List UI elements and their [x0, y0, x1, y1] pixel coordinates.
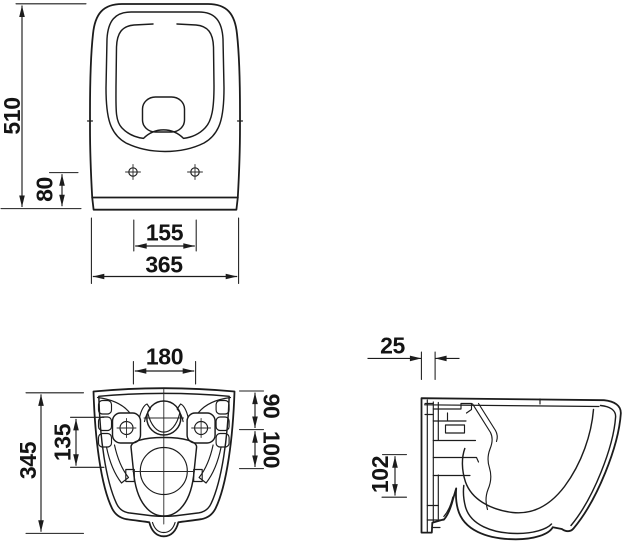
top-claw-arm-left [105, 444, 130, 484]
dim-label-total-width: 365 [145, 252, 183, 278]
side-view: 25 102 [367, 333, 622, 541]
side-under-bowl-inner [443, 496, 454, 518]
dim-outlet-height: 102 [367, 454, 408, 498]
dim-label-wall-offset: 25 [380, 333, 405, 359]
front-body-outline [89, 3, 241, 199]
top-boss-right [186, 412, 216, 444]
side-right-wall-inner [570, 404, 617, 527]
dim-label-front-bolt-spacing: 155 [146, 220, 184, 246]
top-side-lugs-left [97, 399, 113, 448]
dim-label-total-height: 510 [0, 97, 25, 134]
dim-holes-to-bottom: 80 [32, 172, 79, 207]
side-back-plate [424, 399, 445, 533]
dim-total-height: 510 [0, 3, 87, 210]
top-body-outline [92, 387, 236, 538]
front-mounting-hole-right [187, 164, 203, 180]
dim-label-inlet-to-drain: 135 [50, 423, 76, 461]
top-inner-offset [98, 392, 230, 518]
dim-label-outlet-height: 102 [367, 456, 393, 493]
side-bowl-inner-wall [461, 408, 595, 514]
dim-total-depth: 345 [15, 392, 85, 534]
dim-inlet-to-drain: 135 [50, 416, 105, 468]
side-bracket-steps [432, 402, 480, 477]
dim-label-holes-to-bottom: 80 [32, 177, 58, 202]
dim-front-bolt-spacing: 155 [133, 219, 197, 252]
dim-label-total-depth: 345 [15, 441, 41, 479]
dim-holes-to-drain: 100 [238, 431, 285, 470]
dim-label-back-to-holes: 90 [259, 394, 285, 419]
top-side-lugs-right [215, 399, 230, 448]
dim-back-to-holes: 90 [238, 390, 285, 431]
top-shelf-band [96, 396, 232, 414]
top-boss-left [111, 412, 142, 444]
side-top-inner-line [423, 404, 600, 408]
front-view: 510 80 155 365 [0, 3, 244, 285]
dim-label-holes-to-drain: 100 [259, 431, 285, 468]
side-flush-duct [471, 402, 498, 511]
top-yoke-curve [147, 412, 181, 433]
top-view: 180 345 135 90 100 [15, 344, 285, 538]
dim-wall-offset: 25 [367, 333, 460, 381]
top-flush-inlet [143, 400, 185, 436]
front-base-plinth [91, 196, 239, 211]
top-wing-spike-right [176, 403, 189, 423]
side-sump-inner-line [462, 484, 553, 535]
top-drain [132, 446, 195, 496]
side-body-outline [420, 397, 622, 541]
front-mounting-hole-left [125, 164, 141, 180]
front-water-spot [141, 96, 186, 133]
dim-top-bolt-spacing: 180 [132, 344, 197, 385]
dim-total-width: 365 [90, 217, 240, 285]
front-seat-outline [105, 11, 225, 153]
top-claw-arm-right [198, 444, 222, 484]
dim-label-top-bolt-spacing: 180 [146, 344, 183, 370]
front-bowl-rim [115, 23, 215, 140]
top-bump-inner-arc [151, 521, 176, 534]
top-bowl-notches [125, 468, 203, 483]
top-wing-spike-left [138, 403, 152, 423]
top-bowl-outline [130, 436, 198, 517]
